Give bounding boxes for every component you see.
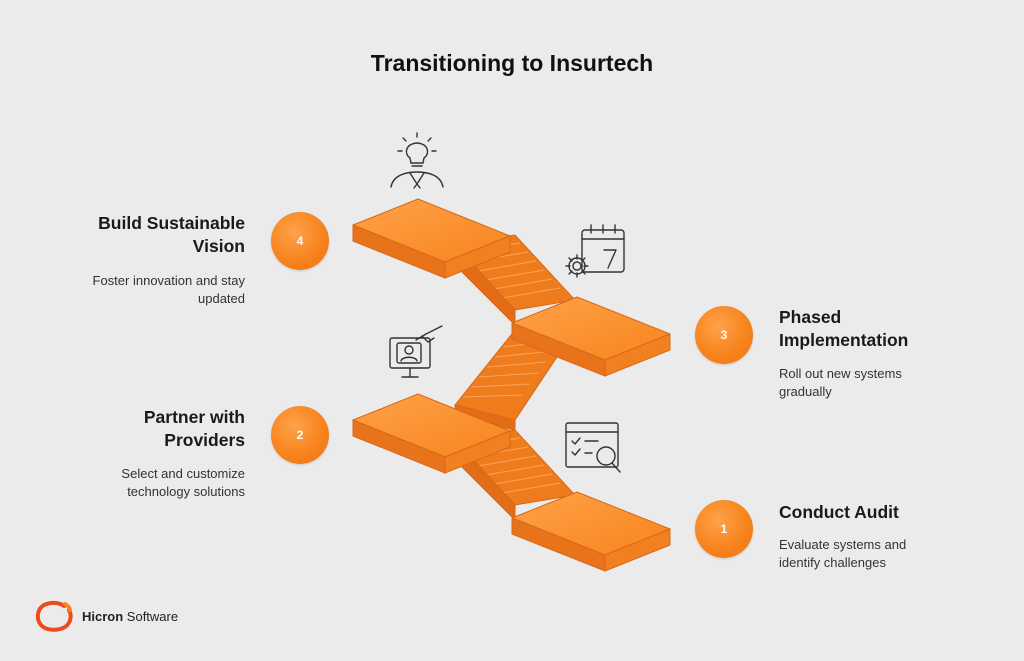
platform-3 xyxy=(511,296,671,377)
platform-1 xyxy=(511,491,671,572)
page-title: Transitioning to Insurtech xyxy=(370,50,654,76)
step-2-description: Select and customize technology solution… xyxy=(121,466,245,499)
platform-2 xyxy=(352,393,511,474)
step-4-heading: Build Sustainable Vision xyxy=(98,213,245,256)
audit-search-icon xyxy=(565,422,621,473)
step-3-description: Roll out new systems gradually xyxy=(779,366,902,399)
hicron-logo: Hicron Software xyxy=(34,600,178,632)
step-3-heading: Phased Implementation xyxy=(779,307,909,350)
logo-brand: Hicron xyxy=(82,608,124,624)
step-1-description: Evaluate systems and identify challenges xyxy=(779,537,907,570)
lightbulb-person-icon xyxy=(390,132,444,189)
logo-suffix: Software xyxy=(126,608,179,624)
calendar-gear-icon xyxy=(565,224,625,278)
step-1-number-badge: 1 xyxy=(695,500,753,558)
monitor-user-icon xyxy=(389,325,443,378)
step-2-number-badge: 2 xyxy=(271,406,329,464)
step-4-description: Foster innovation and stay updated xyxy=(92,273,245,306)
step-4-number-badge: 4 xyxy=(271,212,329,270)
platform-4 xyxy=(352,198,511,279)
step-2-heading: Partner with Providers xyxy=(143,407,245,450)
step-1-heading: Conduct Audit xyxy=(779,502,899,522)
step-3-number-badge: 3 xyxy=(695,306,753,364)
hicron-logo-mark-icon xyxy=(35,600,73,632)
